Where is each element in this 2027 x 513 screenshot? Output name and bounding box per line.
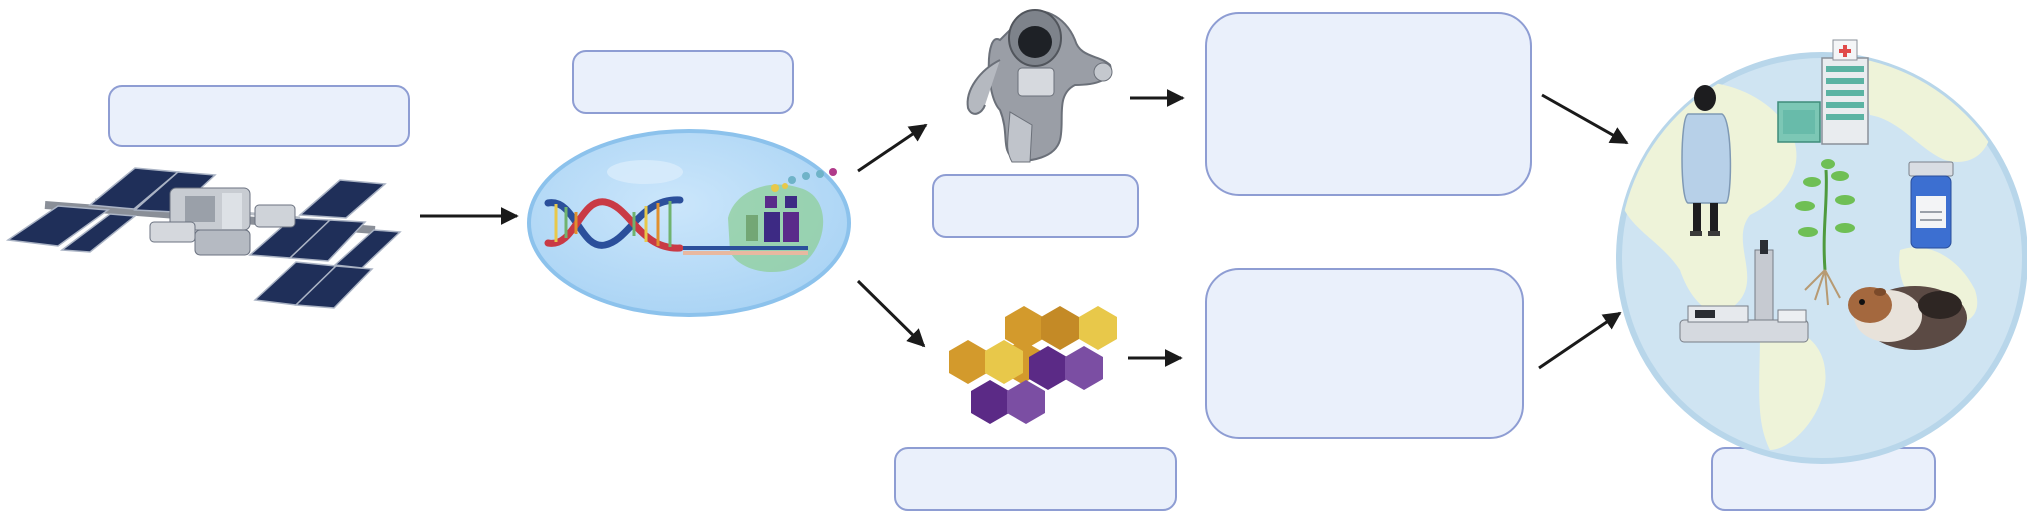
guinea-pig-icon [1848, 286, 1967, 350]
plant-icon [1795, 159, 1855, 306]
arrow-cell-to-metabolites [856, 279, 926, 348]
arrows [420, 89, 1629, 370]
cell-icon [527, 129, 851, 317]
arrow-outcome-top-to-globe [1541, 93, 1629, 145]
astronaut-label-box [932, 174, 1139, 238]
metabolite-hexagons-icon [949, 306, 1117, 424]
astronaut-icon [966, 9, 1113, 163]
dna-helix-icon [544, 196, 808, 255]
cell-label-box [572, 50, 794, 114]
outcome-bottom-box [1205, 268, 1524, 439]
metabolites-label-box [894, 447, 1177, 511]
arrow-cell-to-astronaut [857, 123, 928, 173]
scientist-icon [1681, 85, 1732, 236]
medicine-bottle-icon [1908, 161, 1954, 249]
space-station-icon [5, 167, 402, 309]
arrow-outcome-bottom-to-globe [1538, 311, 1622, 370]
lab-instrument-icon [1679, 240, 1809, 343]
hospital-icon [1777, 39, 1869, 145]
outcome-top-box [1205, 12, 1532, 196]
station-label-box [108, 85, 410, 147]
